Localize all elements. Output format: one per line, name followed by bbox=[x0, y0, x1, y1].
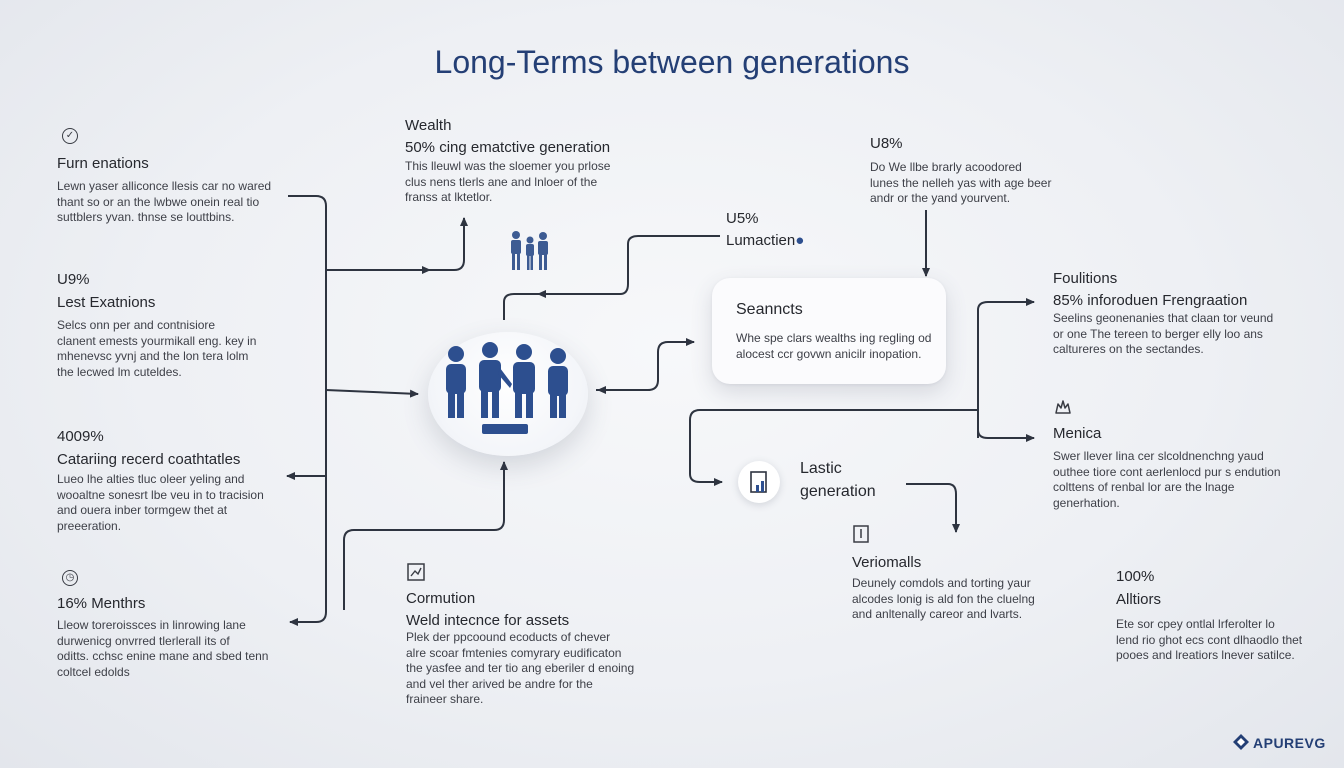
wealth-heading: Wealth bbox=[405, 117, 452, 134]
generations-people-icon bbox=[446, 342, 568, 418]
person-icon: ● bbox=[795, 232, 805, 249]
lest-exatnions-label: Lest Exatnions bbox=[57, 294, 156, 311]
catariing-percent: 4009% bbox=[57, 428, 104, 445]
crown-icon bbox=[1055, 400, 1071, 414]
veriomalls-label: Veriomalls bbox=[852, 554, 922, 571]
lest-exatnions-percent: U9% bbox=[57, 271, 90, 288]
card-title: Seanncts bbox=[736, 301, 803, 318]
wealth-subheading: 50% cing ematctive generation bbox=[405, 139, 611, 156]
center-card bbox=[712, 278, 946, 384]
cormution-heading: Cormution bbox=[406, 590, 476, 607]
furn-enations-label: Furn enations bbox=[57, 155, 149, 172]
building-icon bbox=[750, 471, 767, 493]
u8-percent: U8% bbox=[870, 135, 903, 152]
menthrs-label: 16% Menthrs bbox=[57, 595, 146, 612]
check-icon: ✓ bbox=[62, 128, 78, 144]
lumaction-percent: U5% bbox=[726, 210, 759, 227]
brand-logo: APUREVG bbox=[1232, 733, 1326, 751]
cormution-subheading: Weld intecnce for assets bbox=[406, 612, 570, 629]
foulitions-heading: Foulitions bbox=[1053, 270, 1118, 287]
brand-mark-icon bbox=[1233, 734, 1249, 750]
hub-badge bbox=[482, 424, 528, 434]
catariing-label: Catariing recerd coathtatles bbox=[57, 451, 241, 468]
menica-label: Menica bbox=[1053, 425, 1102, 442]
building-icon-badge bbox=[738, 461, 780, 503]
document-icon bbox=[853, 525, 869, 543]
alltions-label: Alltiors bbox=[1116, 591, 1162, 608]
chart-icon bbox=[407, 563, 425, 581]
brand-text: APUREVG bbox=[1253, 735, 1326, 751]
family-icon bbox=[511, 231, 548, 270]
foulitions-subheading: 85% inforoduen Frengraation bbox=[1053, 292, 1248, 309]
alltions-percent: 100% bbox=[1116, 568, 1155, 585]
page-title: Long-Terms between generations bbox=[434, 44, 910, 80]
clock-icon: ◷ bbox=[62, 570, 78, 586]
foulitions-body: Seelins geonenanies that claan tor veund… bbox=[1053, 311, 1274, 356]
lumaction-label: Lumactien● bbox=[726, 232, 805, 249]
furn-enations-body: Lewn yaser alliconce llesis car no wared… bbox=[57, 179, 272, 224]
